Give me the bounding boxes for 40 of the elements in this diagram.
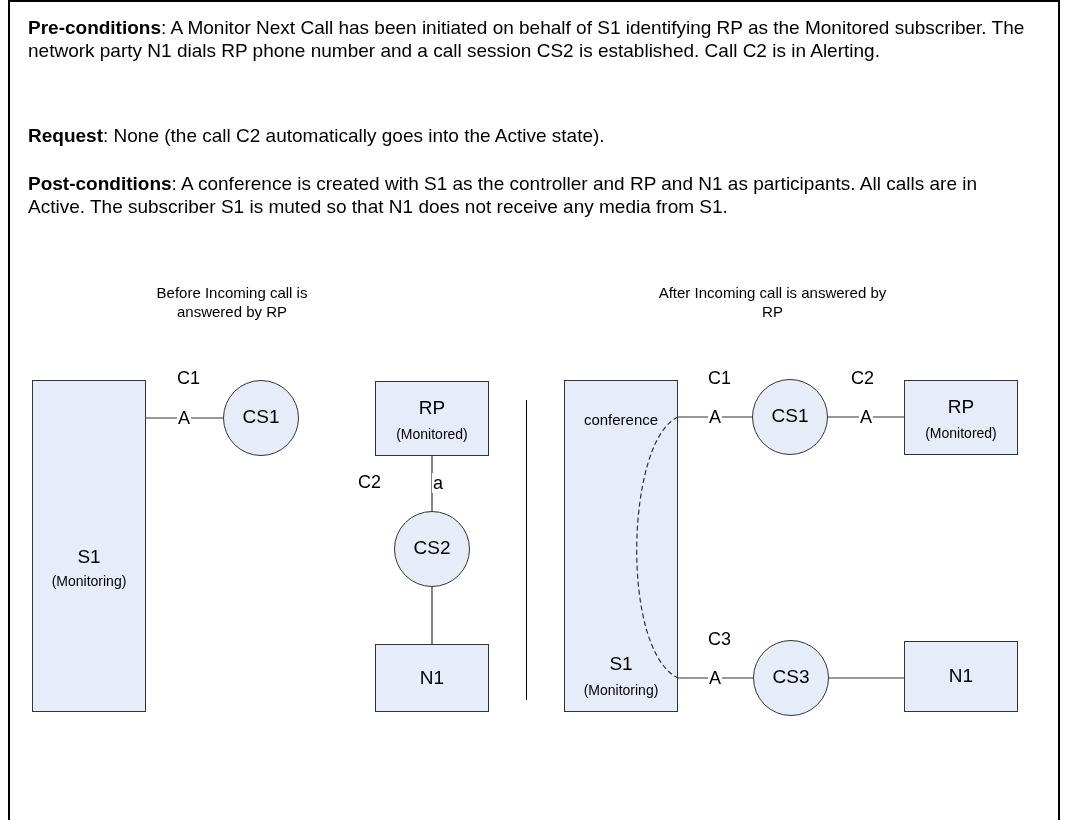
node-label: S1 [77,547,101,567]
dashed-connector [636,416,679,679]
party-box [564,380,678,712]
node-sublabel: (Monitored) [396,425,468,444]
node-sublabel: (Monitoring) [583,681,659,700]
connector-line [827,416,905,418]
node-sublabel: (Monitored) [925,424,997,443]
paragraph: Pre-conditions: A Monitor Next Call has been initiated on behalf of S1 identifying RP as the Monitored subscriber. The network party N1 dials RP phone number and a call session CS2 is established. Call C2 is in Alerting. [28,16,1026,62]
connector-line [145,417,224,419]
node-label: CS1 [242,407,280,427]
edge-label: a [432,473,444,493]
call-label: C3 [708,629,731,650]
node-label: N1 [948,666,974,686]
party-box [32,380,146,712]
call-label: C2 [851,368,874,389]
node-sublabel: (Monitoring) [51,572,127,591]
node-label: CS2 [413,538,451,558]
connector-line [677,416,753,418]
node-label: RP [418,398,446,418]
node-label: RP [947,397,975,417]
diagram-caption: After Incoming call is answered by RP [657,283,888,321]
party-box [375,644,489,712]
call-label: C1 [708,368,731,389]
node-label: N1 [419,668,445,688]
connector-line [828,677,905,679]
call-label: C1 [177,368,200,389]
call-label: C2 [358,472,381,493]
party-box [904,641,1018,712]
party-box [904,380,1018,455]
node-label: S1 [609,654,633,674]
connector-line [431,455,433,512]
paragraph: Post-conditions: A conference is created with S1 as the controller and RP and N1 as participants. All calls are in Active. The subscriber S1 is muted so that N1 does not receive any media from S1. [28,172,979,218]
connector-line [677,677,754,679]
node-label: CS3 [772,667,810,687]
node-label: CS1 [771,406,809,426]
connector-line [431,586,433,645]
party-box [375,381,489,456]
paragraph: Request: None (the call C2 automatically goes into the Active state). [28,124,606,147]
node-label: conference [583,410,659,430]
diagram-caption: Before Incoming call is answered by RP [155,283,309,321]
